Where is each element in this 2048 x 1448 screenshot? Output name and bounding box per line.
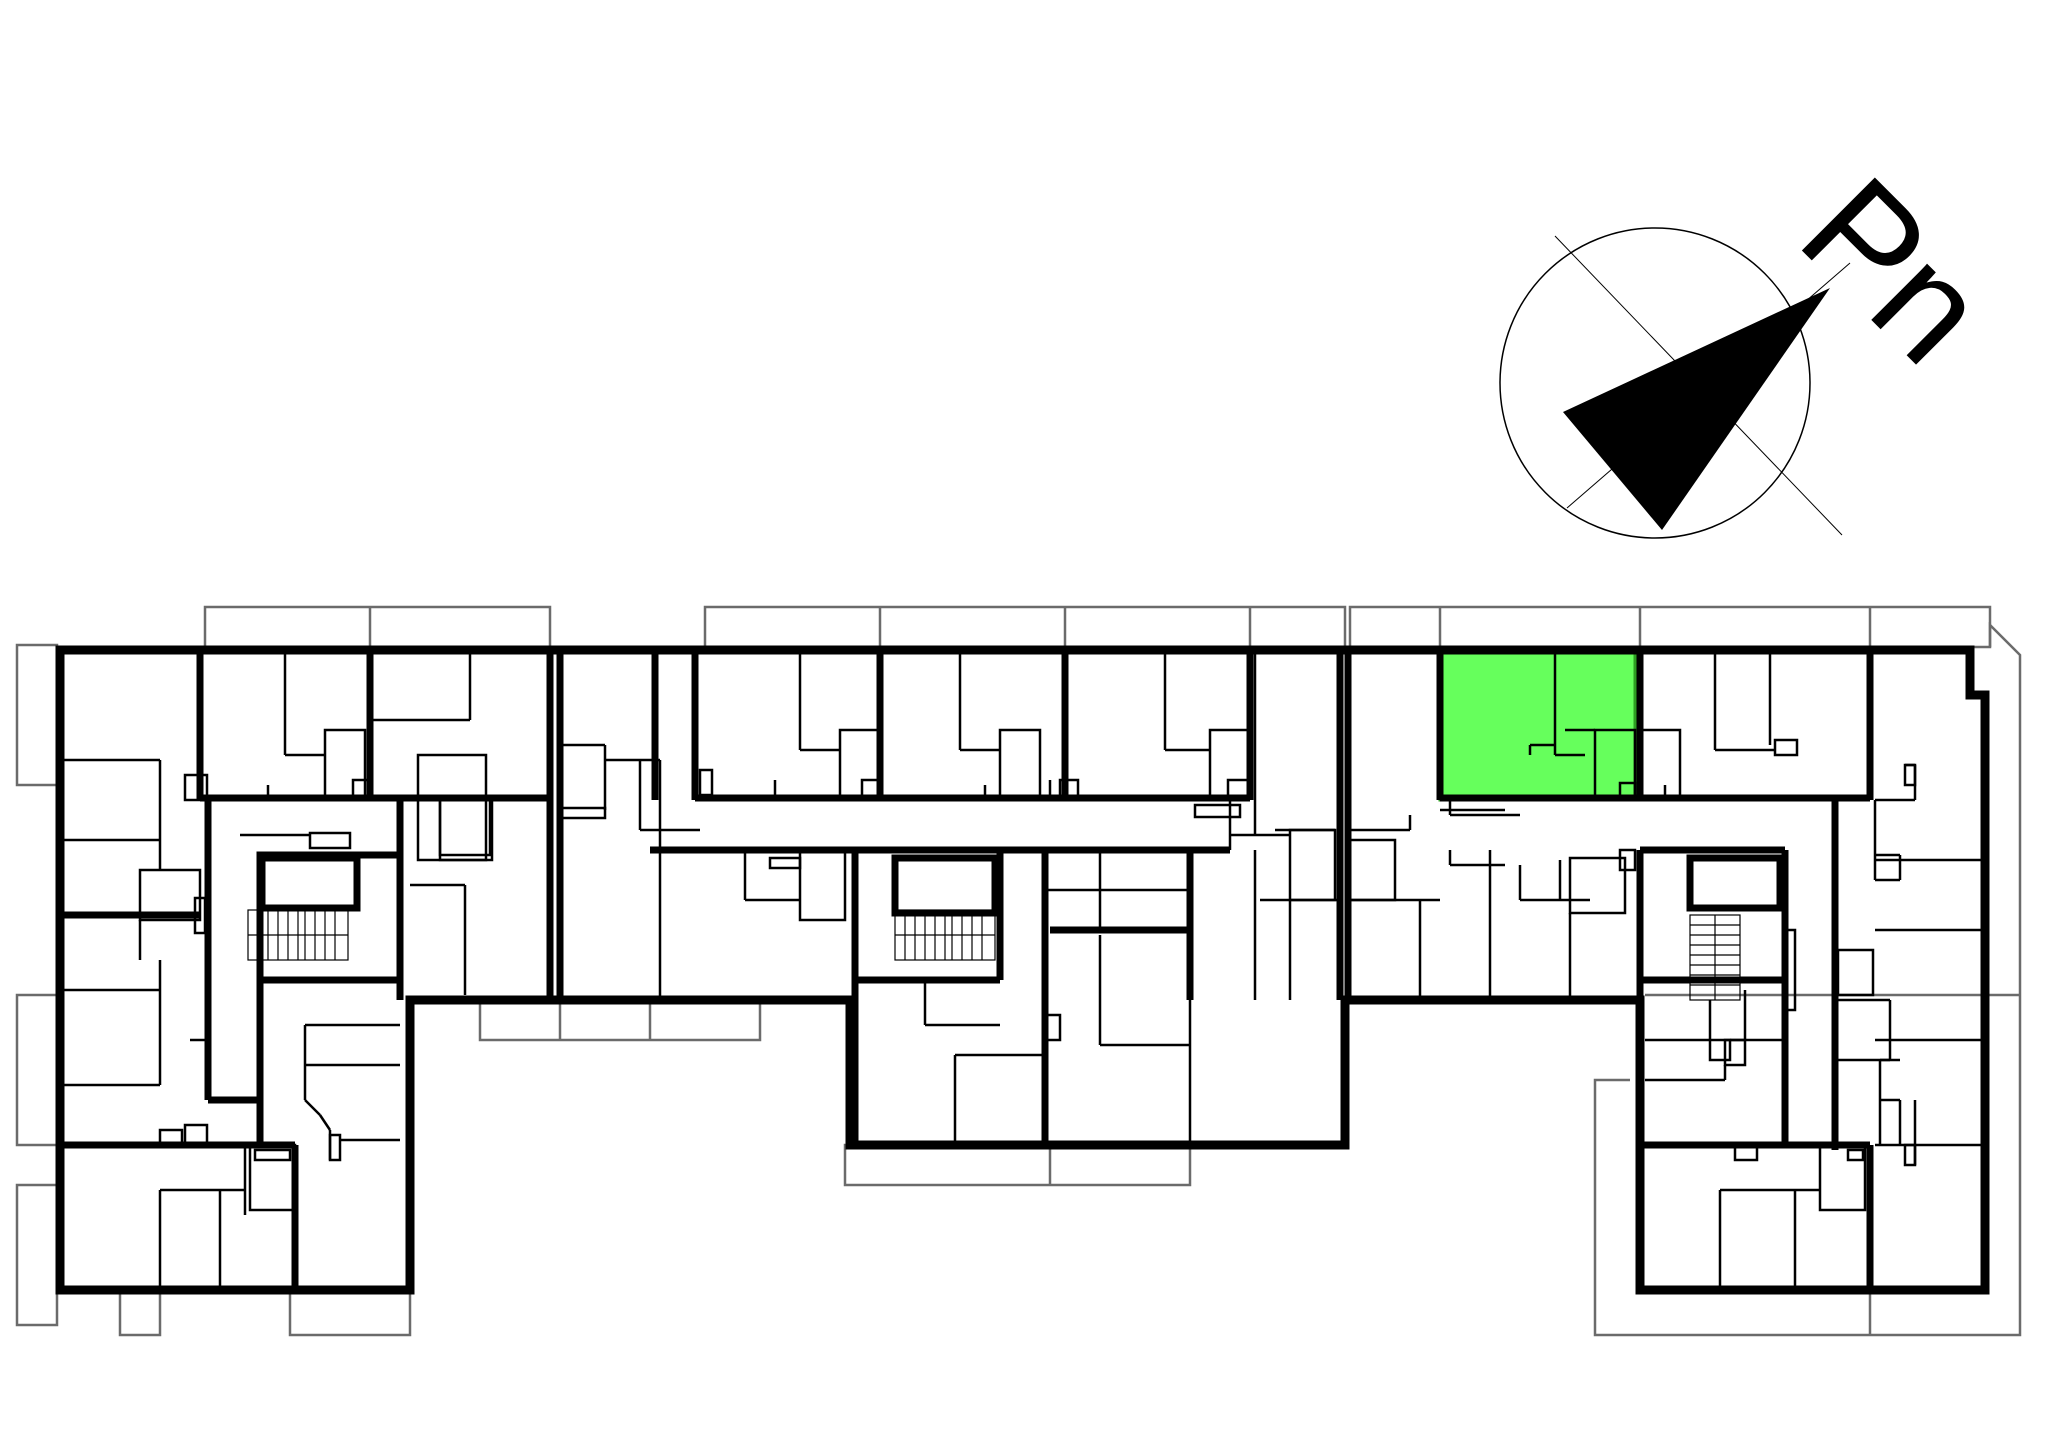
stair-right bbox=[1689, 914, 1741, 1001]
partitions bbox=[60, 650, 1985, 1290]
balconies bbox=[15, 605, 2022, 1337]
stair-left bbox=[247, 909, 349, 961]
compass-circle bbox=[1499, 227, 1811, 539]
interior-walls bbox=[60, 650, 1874, 1290]
compass: Pn bbox=[1499, 146, 2019, 539]
stair-middle bbox=[894, 909, 996, 961]
exterior-walls bbox=[55, 645, 1990, 1295]
highlighted-unit bbox=[1438, 648, 1637, 802]
north-arrow-icon bbox=[1563, 288, 1830, 530]
